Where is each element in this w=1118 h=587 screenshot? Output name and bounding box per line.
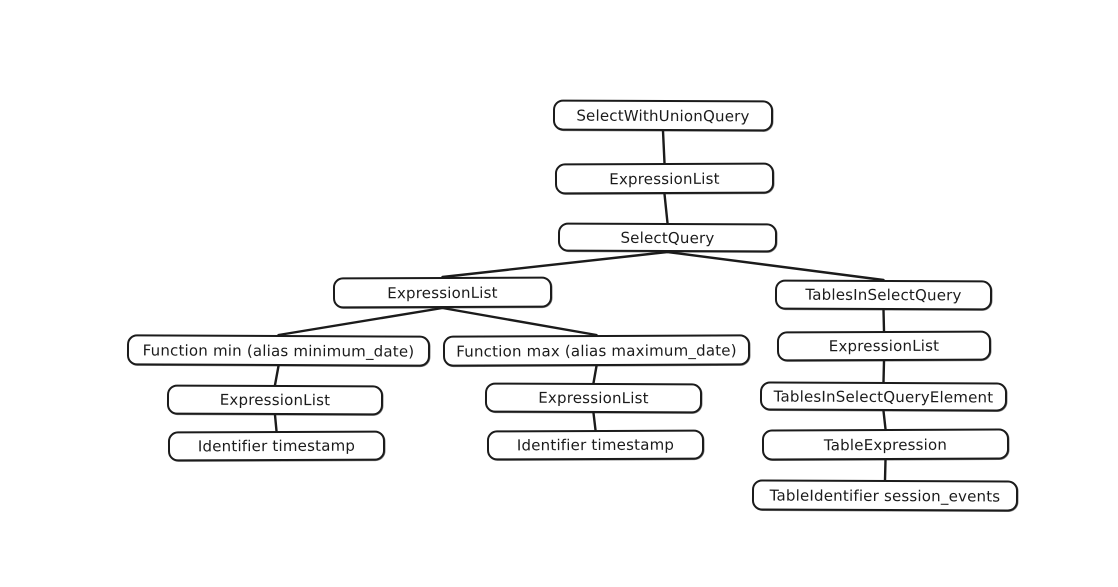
node-label: ExpressionList [219, 390, 331, 410]
node-select-with-union-query: SelectWithUnionQuery [552, 99, 774, 132]
node-expression-list-top: ExpressionList [554, 162, 775, 195]
edge-select-query-to-tables-in-select-query [666, 250, 885, 282]
edge-expression-list-top-to-select-query [663, 192, 669, 225]
node-label: TableExpression [823, 435, 948, 454]
node-tables-in-select-query-element: TablesInSelectQueryElement [759, 381, 1008, 412]
node-label: TableIdentifier session_events [769, 485, 1001, 506]
node-label: ExpressionList [609, 169, 720, 188]
node-function-max: Function max (alias maximum_date) [442, 334, 751, 367]
edge-function-max-to-expression-list-max [592, 364, 598, 385]
node-identifier-timestamp-max: Identifier timestamp [486, 429, 705, 461]
node-label: Function min (alias minimum_date) [142, 340, 415, 361]
edge-expression-list-select-to-function-max [441, 306, 598, 337]
node-table-identifier-session-events: TableIdentifier session_events [751, 479, 1019, 512]
node-label: TablesInSelectQuery [805, 285, 962, 305]
node-label: SelectWithUnionQuery [576, 106, 750, 125]
node-label: ExpressionList [538, 388, 649, 408]
node-expression-list-tables: ExpressionList [776, 330, 992, 362]
node-function-min: Function min (alias minimum_date) [126, 334, 431, 367]
edge-select-with-union-query-to-expression-list-top [661, 129, 666, 165]
node-label: Function max (alias maximum_date) [456, 340, 737, 361]
edge-tables-in-select-query-element-to-table-expression [882, 409, 887, 431]
node-expression-list-min: ExpressionList [166, 384, 384, 416]
edge-expression-list-max-to-identifier-timestamp-max [592, 411, 597, 432]
node-tables-in-select-query: TablesInSelectQuery [774, 279, 993, 311]
edge-tables-in-select-query-to-expression-list-tables [882, 308, 886, 333]
edge-expression-list-select-to-function-min [277, 306, 444, 337]
node-identifier-timestamp-min: Identifier timestamp [167, 430, 386, 462]
node-label: ExpressionList [387, 283, 498, 302]
node-label: ExpressionList [828, 336, 940, 356]
edge-function-min-to-expression-list-min [273, 364, 280, 387]
edge-expression-list-tables-to-tables-in-select-query-element [882, 359, 886, 384]
edge-table-expression-to-table-identifier-session-events [883, 458, 887, 482]
edge-expression-list-min-to-identifier-timestamp-min [273, 413, 278, 433]
node-label: TablesInSelectQueryElement [773, 387, 994, 406]
node-expression-list-max: ExpressionList [484, 382, 703, 414]
node-label: SelectQuery [620, 228, 715, 247]
node-expression-list-select: ExpressionList [332, 276, 553, 309]
node-table-expression: TableExpression [761, 428, 1010, 461]
node-select-query: SelectQuery [557, 222, 778, 253]
node-label: Identifier timestamp [197, 436, 356, 456]
edge-select-query-to-expression-list-select [441, 250, 669, 279]
node-label: Identifier timestamp [516, 435, 675, 455]
